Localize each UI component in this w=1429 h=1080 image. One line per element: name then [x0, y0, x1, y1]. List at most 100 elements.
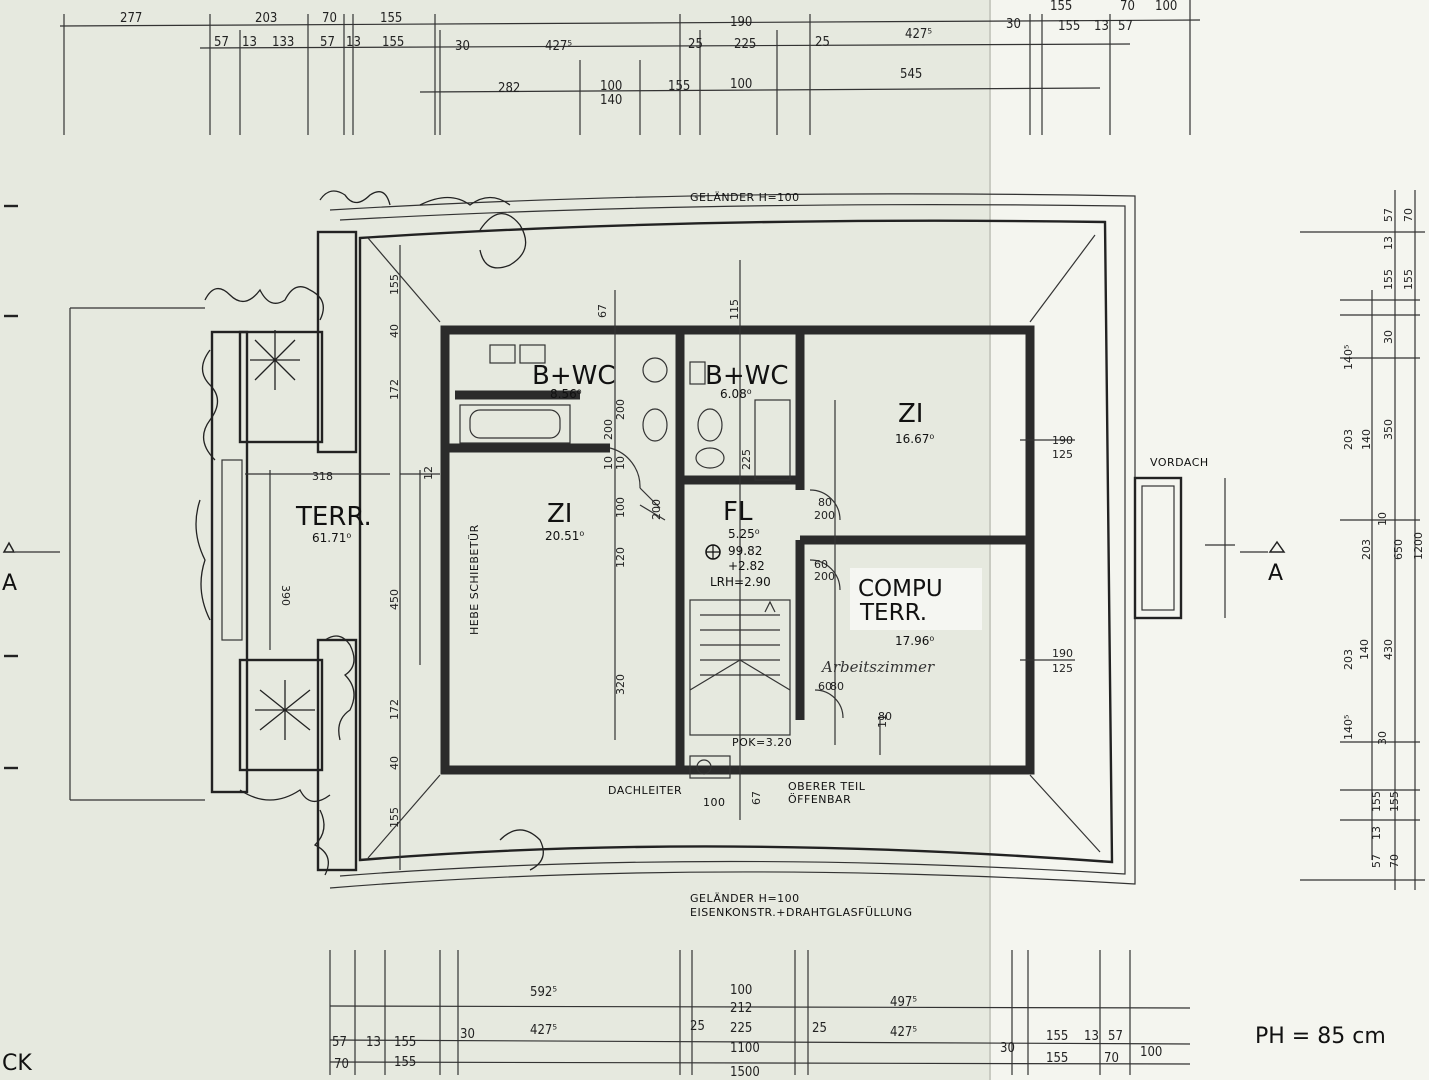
corner-label: CK	[2, 1051, 32, 1076]
note-railing-bottom-1: GELÄNDER H=100	[690, 892, 800, 905]
dim-top-100c: 100	[730, 77, 752, 92]
dim-r-140b: 140	[1358, 639, 1371, 660]
top-dimension-lines	[59, 0, 1201, 135]
dim-top-277: 277	[120, 11, 142, 26]
dim-bot-5925: 592⁵	[530, 985, 557, 1000]
dim-r-350: 350	[1382, 419, 1395, 440]
note-oberer-teil-2: ÖFFENBAR	[788, 793, 851, 806]
dim-bot-1100: 1100	[730, 1041, 760, 1056]
terrace-left	[69, 230, 440, 872]
dim-top-282: 282	[498, 81, 520, 96]
door-swings	[609, 447, 881, 755]
idim-115: 115	[728, 299, 741, 320]
idim-200e: 200	[650, 499, 663, 520]
dim-top-57c: 57	[1118, 19, 1133, 34]
room-area-terr: 61.71⁰	[312, 531, 351, 545]
dim-top-70b: 70	[1120, 0, 1135, 14]
room-name-fl: FL	[723, 497, 753, 527]
section-label-left: A	[2, 571, 17, 596]
note-dachleiter: DACHLEITER	[608, 784, 682, 797]
dim-top-4275: 427⁵	[545, 39, 572, 54]
dim-bot-155d: 155	[1046, 1051, 1068, 1066]
dim-r-13: 13	[1382, 236, 1395, 250]
idim-40b: 40	[388, 756, 401, 770]
dim-top-30: 30	[455, 39, 470, 54]
compu-line-2: TERR.	[859, 600, 927, 626]
dim-top-70: 70	[322, 11, 337, 26]
idim-172b: 172	[388, 699, 401, 720]
left-edge-marks	[4, 204, 18, 770]
ph-height-note: PH = 85 cm	[1255, 1024, 1386, 1049]
note-oberer-teil-1: OBERER TEIL	[788, 780, 866, 793]
interior-dimension-texts: 155 40 172 40 172 155 318 390 450 12 200…	[279, 274, 1073, 828]
dim-top-13: 13	[242, 35, 257, 50]
dim-bot-30: 30	[460, 1027, 475, 1042]
bottom-dimension-lines	[329, 950, 1191, 1075]
dim-top-133: 133	[272, 35, 294, 50]
dim-top-25b: 25	[815, 35, 830, 50]
right-dimension-lines	[1300, 190, 1425, 890]
room-area-fl: 5.25⁰	[728, 527, 760, 541]
dim-top-100b: 100	[600, 79, 622, 94]
idim-60: 60	[814, 558, 828, 571]
dim-r-70: 70	[1402, 208, 1415, 222]
dim-bot-30b: 30	[1000, 1041, 1015, 1056]
dim-bot-4275: 427⁵	[530, 1023, 557, 1038]
idim-67b: 67	[750, 791, 763, 805]
stair-lrh-note: LRH=2.90	[710, 575, 771, 589]
idim-100: 100	[614, 497, 627, 518]
dim-bot-4275b: 427⁵	[890, 1025, 917, 1040]
dim-top-155b: 155	[1050, 0, 1072, 14]
room-name-bwc-1: B+WC	[532, 361, 615, 391]
dim-r-140: 140	[1360, 429, 1373, 450]
idim-200c: 200	[814, 509, 835, 522]
idim-190: 190	[1052, 434, 1073, 447]
idim-390: 390	[279, 585, 292, 606]
dim-bot-57: 57	[332, 1035, 347, 1050]
dim-top-155c: 155	[382, 35, 404, 50]
dim-r-70b: 70	[1388, 854, 1401, 868]
dim-r-1405: 140⁵	[1342, 345, 1355, 370]
dim-bot-155c: 155	[394, 1055, 416, 1070]
dim-bot-70: 70	[334, 1057, 349, 1072]
note-railing-top: GELÄNDER H=100	[690, 191, 800, 204]
idim-172: 172	[388, 379, 401, 400]
dim-r-30b: 30	[1376, 731, 1389, 745]
idim-318: 318	[312, 470, 333, 483]
dim-bot-212: 212	[730, 1001, 752, 1016]
section-label-right: A	[1268, 561, 1283, 586]
dim-top-155e: 155	[668, 79, 690, 94]
bathroom-fixtures	[459, 344, 791, 481]
level-value-1: 99.82	[728, 544, 762, 558]
idim-320: 320	[614, 674, 627, 695]
dim-r-155: 155	[1382, 269, 1395, 290]
dim-top-225: 225	[734, 37, 756, 52]
note-railing-bottom-2: EISENKONSTR.+DRAHTGLASFÜLLUNG	[690, 906, 913, 919]
top-dimension-texts: 277 203 70 155 190 155 70 100 57 13 133 …	[120, 0, 1177, 108]
dim-r-1200: 1200	[1412, 532, 1425, 560]
right-dimension-texts: 57 70 13 155 155 140⁵ 30 203 140 350 10 …	[1342, 208, 1425, 868]
dim-bot-57b: 57	[1108, 1029, 1123, 1044]
note-schiebetuer: HEBE SCHIEBETÜR	[468, 524, 481, 635]
room-area-zi-2: 20.51⁰	[545, 529, 584, 543]
dim-r-650: 650	[1392, 539, 1405, 560]
dim-bot-100: 100	[730, 983, 752, 998]
room-area-bwc-1: 8.56⁰	[550, 387, 582, 401]
dim-top-4275b: 427⁵	[905, 27, 932, 42]
handwritten-note: Arbeitszimmer	[820, 658, 935, 676]
dim-r-13b: 13	[1370, 826, 1383, 840]
paper-fold-shade	[990, 0, 1429, 1080]
dim-r-155c: 155	[1370, 791, 1383, 812]
room-area-bwc-2: 6.08⁰	[720, 387, 752, 401]
idim-67: 67	[596, 304, 609, 318]
vordach-canopy	[1133, 476, 1235, 620]
dim-top-13b: 13	[346, 35, 361, 50]
dim-top-140: 140	[600, 93, 622, 108]
dim-top-57b: 57	[320, 35, 335, 50]
dim-r-203: 203	[1342, 429, 1355, 450]
dim-top-13c: 13	[1094, 19, 1109, 34]
dim-bot-4975: 497⁵	[890, 995, 917, 1010]
idim-190b: 190	[1052, 647, 1073, 660]
dim-top-190: 190	[730, 15, 752, 30]
